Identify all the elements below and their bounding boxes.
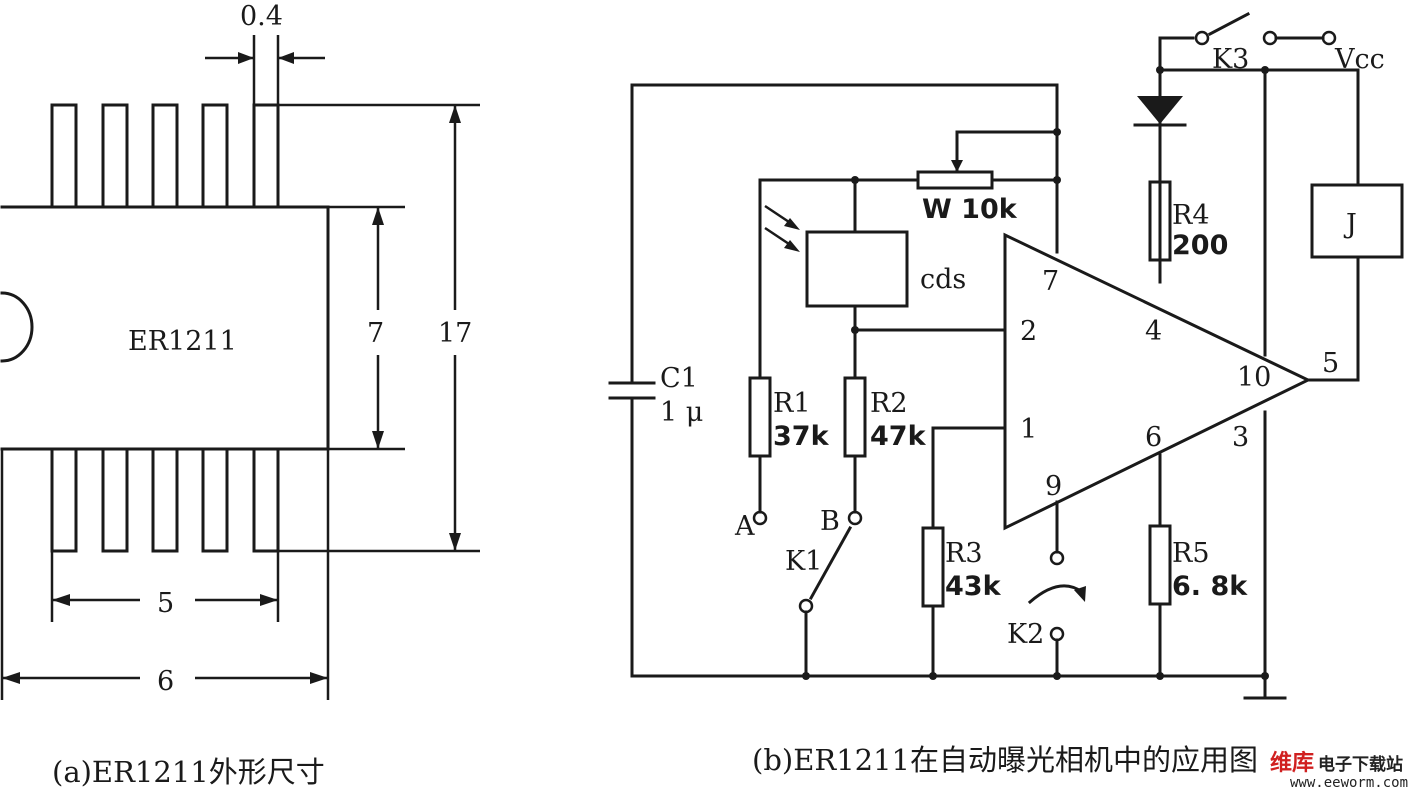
k2-label: K2: [1007, 619, 1044, 650]
cds-label: cds: [920, 264, 966, 295]
r1-value: 37k: [773, 421, 830, 452]
r4-name: R4: [1172, 200, 1210, 231]
bottom-pin: [151, 447, 179, 553]
watermark-site-name: 电子下载站: [1318, 754, 1403, 775]
pin1-notch: [0, 291, 34, 363]
r4-value: 200: [1172, 230, 1228, 261]
terminal-b: [847, 510, 863, 526]
dim-body-height: 7: [367, 318, 384, 349]
switch-k1: [808, 525, 853, 601]
er1211-ic-symbol: [1003, 232, 1312, 531]
bottom-pin: [101, 447, 129, 553]
terminal-b-label: B: [820, 506, 840, 537]
terminal-a-label: A: [734, 511, 755, 542]
dim-body-width: 6: [157, 666, 174, 697]
k1-label: K1: [785, 546, 822, 577]
potentiometer-w: [916, 170, 994, 190]
top-pin: [201, 103, 229, 209]
pot-label: W 10k: [922, 194, 1018, 225]
c1-name: C1: [660, 363, 698, 394]
k3-label: K3: [1212, 44, 1249, 75]
resistor-r5: [1148, 524, 1172, 606]
resistor-r3: [921, 526, 945, 608]
dim-pin-span: 5: [157, 588, 174, 619]
switch-k3: [1207, 11, 1251, 37]
resistor-r4: [1148, 180, 1172, 262]
c1-value: 1 μ: [660, 397, 703, 428]
pin-7-label: 7: [1042, 266, 1059, 297]
pin-10-label: 10: [1237, 362, 1271, 393]
top-pin: [101, 103, 129, 209]
package-outline-drawing: [0, 35, 480, 700]
r5-name: R5: [1172, 538, 1210, 569]
pin-3-label: 3: [1232, 422, 1249, 453]
dim-total-height: 17: [438, 318, 472, 349]
r3-name: R3: [945, 538, 983, 569]
cds-photoresistor: [805, 230, 909, 308]
pin-1-label: 1: [1020, 414, 1037, 445]
chip-label: ER1211: [128, 326, 237, 357]
diode: [1137, 96, 1183, 124]
relay-label: J: [1343, 209, 1357, 240]
pin-5-label: 5: [1322, 348, 1339, 379]
r2-value: 47k: [870, 421, 927, 452]
dim-pin-width: 0.4: [240, 1, 283, 32]
watermark: 维库 电子下载站 www.eeworm.com: [1268, 748, 1408, 790]
watermark-url: www.eeworm.com: [1290, 775, 1408, 790]
terminal-a: [752, 510, 768, 526]
r2-name: R2: [870, 388, 908, 419]
pin-2-label: 2: [1020, 316, 1037, 347]
top-pin: [252, 103, 280, 209]
vcc-label: Vcc: [1334, 44, 1385, 75]
top-pin: [151, 103, 179, 209]
caption-b: (b)ER1211在自动曝光相机中的应用图: [752, 743, 1258, 777]
bottom-pin: [50, 447, 78, 553]
resistor-r2: [843, 376, 867, 458]
top-pin: [50, 103, 78, 209]
resistor-r1: [748, 376, 772, 458]
watermark-logo: 维库: [1270, 750, 1314, 776]
switch-k2: [1027, 584, 1085, 605]
bottom-pin: [201, 447, 229, 553]
pin-9-label: 9: [1045, 471, 1062, 502]
bottom-pin: [252, 447, 280, 553]
relay-j: [1310, 183, 1404, 259]
r5-value: 6. 8k: [1172, 571, 1248, 602]
circuit-wiring: [608, 11, 1404, 700]
r1-name: R1: [773, 388, 811, 419]
pin-4-label: 4: [1145, 316, 1162, 347]
r3-value: 43k: [945, 571, 1002, 602]
caption-a: (a)ER1211外形尺寸: [52, 755, 325, 789]
pin-6-label: 6: [1145, 422, 1162, 453]
